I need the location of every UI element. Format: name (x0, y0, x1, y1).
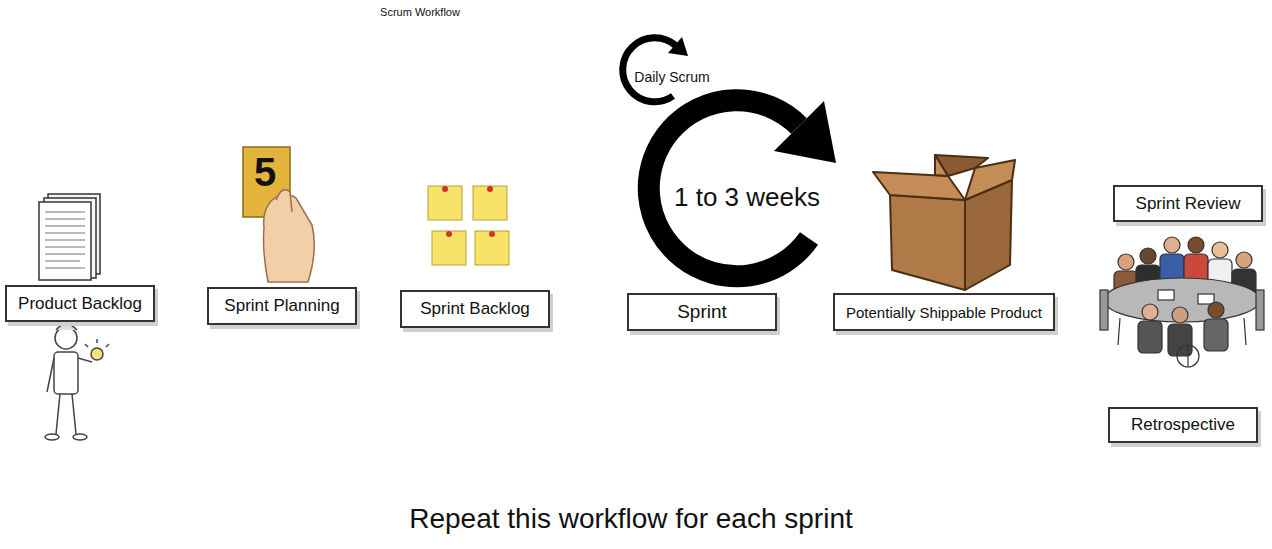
meeting-scene (1100, 237, 1264, 367)
label-box: Product Backlog (5, 285, 155, 322)
box-label: Sprint Planning (224, 296, 339, 316)
document-stack (39, 194, 100, 280)
box-label: Product Backlog (18, 294, 142, 314)
loop-label: Daily Scrum (634, 70, 709, 85)
diagram-caption: Repeat this workflow for each sprint (409, 504, 853, 535)
label-box: Retrospective (1108, 407, 1258, 443)
label-box: Sprint Backlog (400, 290, 550, 328)
box-label: Potentially Shippable Product (846, 304, 1042, 321)
label-box: Potentially Shippable Product (833, 293, 1055, 331)
box-label: Retrospective (1131, 415, 1235, 435)
label-box: Sprint Review (1113, 185, 1263, 222)
estimate-card (243, 147, 314, 282)
box-label: Sprint Review (1136, 194, 1241, 214)
estimate-number: 5 (254, 150, 276, 194)
diagram-title: Scrum Workflow (380, 6, 460, 18)
box-label: Sprint Backlog (420, 299, 530, 319)
box-label: Sprint (677, 301, 727, 323)
man-figure (45, 324, 109, 440)
label-box: Sprint (627, 293, 777, 331)
sprint-loop-arrow (649, 100, 836, 276)
duration-label: 1 to 3 weeks (674, 183, 820, 212)
cardboard-box (873, 155, 1015, 290)
sticky-notes (428, 186, 509, 265)
label-box: Sprint Planning (207, 287, 357, 325)
